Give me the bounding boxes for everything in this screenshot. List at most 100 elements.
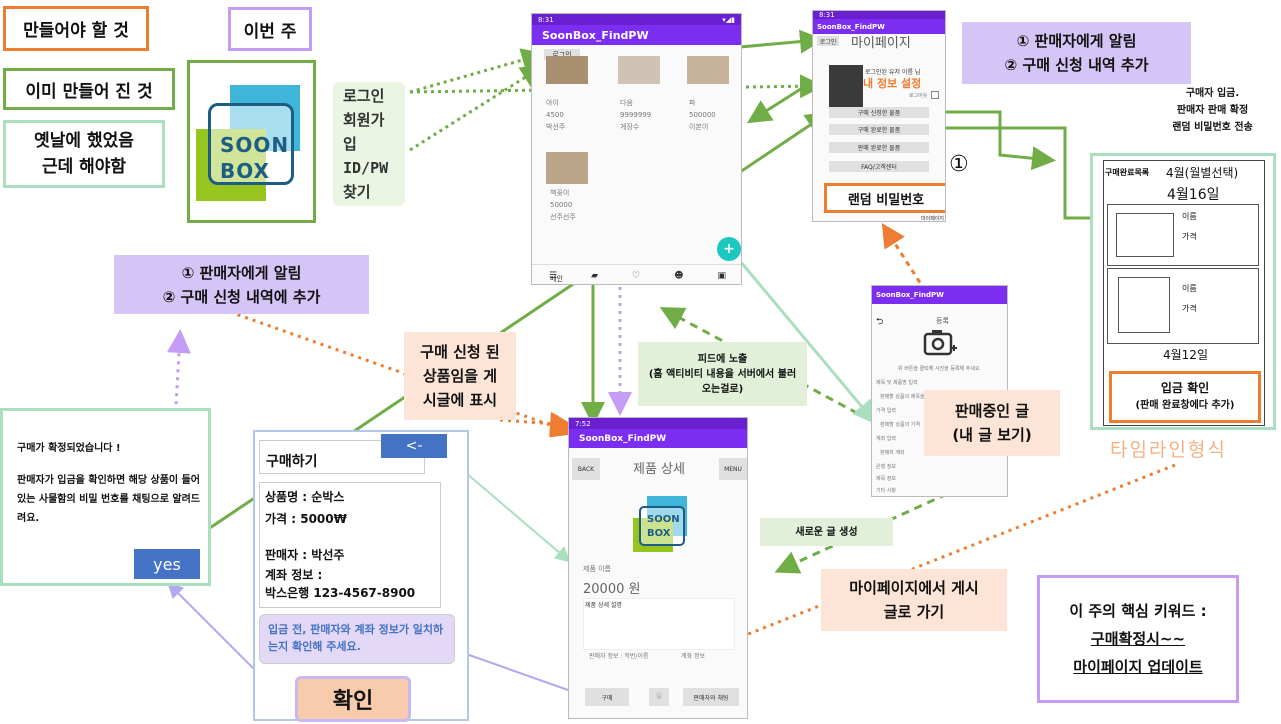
purchase-seller: 판매자 : 박선주 bbox=[265, 548, 345, 562]
feed-status-time: 8:31 bbox=[538, 15, 554, 24]
login-menu-login: 로그인 bbox=[343, 87, 385, 105]
confirm-dialog-title: 구매가 확정되었습니다 ! bbox=[17, 443, 121, 454]
btn-faq[interactable]: FAQ/고객센터 bbox=[829, 161, 929, 172]
login-menu-signup-1: 회원가 bbox=[343, 111, 385, 129]
feed-app-bar: SoonBox_FindPW bbox=[532, 25, 741, 45]
sketch-card-1: 이름 가격 bbox=[1107, 204, 1259, 266]
feed-item-4-seller: 선주선주 bbox=[550, 213, 576, 221]
detail-buy-button[interactable]: 구매 bbox=[585, 688, 629, 706]
sketch-frame bbox=[1103, 160, 1265, 426]
btn-sale-done[interactable]: 판매 완료한 물품 bbox=[829, 142, 929, 153]
buyer-note-line3: 랜덤 비밀번호 전송 bbox=[1172, 122, 1253, 133]
new-post-note: 새로운 글 생성 bbox=[760, 518, 893, 546]
yes-button[interactable]: yes bbox=[134, 549, 200, 579]
mypage-circle-number: ① bbox=[949, 152, 969, 177]
btn-purchase-done[interactable]: 구매 완료한 물품 bbox=[829, 124, 929, 135]
buyer-note: 구매자 입금. 판매자 판매 확정 랜덤 비밀번호 전송 bbox=[1150, 85, 1275, 136]
crown-icon[interactable]: ♛ bbox=[649, 688, 669, 706]
logo-frame-outline bbox=[208, 103, 294, 185]
top-notify-note: ① 판매자에게 알림 ② 구매 신청 내역 추가 bbox=[962, 22, 1191, 84]
arrow-post-mark bbox=[499, 411, 574, 436]
heart-icon[interactable]: ♡ bbox=[632, 270, 641, 281]
left-notify-note: ① 판매자에게 알림 ② 구매 신청 내역에 추가 bbox=[114, 255, 369, 314]
register-field-4[interactable]: 판매할 상품의 가격 bbox=[880, 422, 920, 428]
mypage-nav-label: 마이페이지 bbox=[921, 216, 945, 222]
post-mark-note: 구매 신청 된 상품임을 게 시글에 표시 bbox=[404, 332, 516, 420]
feed-login-button[interactable]: 로그인 bbox=[544, 49, 580, 60]
purchase-back-button[interactable]: <- bbox=[381, 434, 447, 458]
mypage-logout[interactable]: 로그아웃 bbox=[909, 93, 928, 99]
purchase-account: 박스은행 123-4567-8900 bbox=[265, 586, 416, 600]
legend-to-make-label: 만들어야 할 것 bbox=[23, 21, 129, 41]
arrow-mypage-to-feed bbox=[746, 76, 819, 124]
deposit-confirm-box: 입금 확인 (판매 완료창에다 추가) bbox=[1109, 371, 1261, 423]
smile-icon[interactable]: ☻ bbox=[674, 270, 684, 281]
selling-post-line1: 판매중인 글 bbox=[954, 402, 1030, 420]
sketch-month-select[interactable]: 4월(월별선택) bbox=[1166, 166, 1239, 180]
feed-app-title: SoonBox_FindPW bbox=[542, 28, 649, 42]
detail-logo-outline bbox=[639, 506, 685, 546]
detail-status-bar: 7:52 bbox=[569, 418, 747, 429]
detail-back-button[interactable]: BACK bbox=[572, 458, 600, 480]
register-field-9[interactable]: 기타 사항 bbox=[876, 488, 896, 494]
detail-chat-button[interactable]: 판매자와 채팅 bbox=[683, 688, 739, 706]
post-mark-line2: 상품임을 게 bbox=[422, 367, 498, 385]
add-post-button[interactable]: + bbox=[717, 237, 741, 261]
register-field-1[interactable]: 제목 및 제품명 입력 bbox=[876, 380, 918, 386]
register-field-8[interactable]: 제목 정보 bbox=[876, 476, 896, 482]
feed-item-2-thumb[interactable] bbox=[618, 56, 660, 84]
register-field-7[interactable]: 은행 정보 bbox=[876, 464, 896, 470]
login-menu-find: 찾기 bbox=[343, 183, 371, 201]
detail-seller-info: 판매자 정보 : 학번/이름 bbox=[589, 653, 649, 660]
register-back-icon[interactable]: ⮌ bbox=[876, 317, 884, 327]
mypage-back-button[interactable]: 로그인 bbox=[817, 36, 839, 46]
legend-done-before: 옛날에 했었음 근데 해야함 bbox=[3, 120, 165, 188]
feed-item-3-seller: 이본이 bbox=[689, 123, 709, 131]
logout-checkbox[interactable] bbox=[931, 91, 939, 99]
profile-icon[interactable]: ▣ bbox=[717, 270, 726, 281]
sketch-date-1: 4월16일 bbox=[1167, 187, 1220, 203]
mypage-status-bar: 8:31 bbox=[813, 11, 945, 19]
top-notify-line2: ② 구매 신청 내역 추가 bbox=[1004, 56, 1149, 74]
detail-menu-button[interactable]: MENU bbox=[719, 458, 747, 480]
legend-this-week: 이번 주 bbox=[228, 7, 312, 51]
btn-purchase-requested[interactable]: 구매 신청한 물품 bbox=[829, 107, 929, 118]
register-field-2[interactable]: 판매할 상품의 제목을 bbox=[880, 394, 925, 400]
register-field-3[interactable]: 가격 입력 bbox=[876, 408, 896, 414]
feed-item-1-thumb[interactable] bbox=[546, 56, 588, 84]
logo-frame: SOON BOX bbox=[187, 60, 316, 223]
purchase-account-label: 계좌 정보 : bbox=[265, 568, 323, 582]
sketch-card-2-name: 이름 bbox=[1182, 284, 1197, 293]
buyer-note-line2: 판매자 판매 확정 bbox=[1176, 105, 1249, 116]
legend-already-made-label: 이미 만들어 진 것 bbox=[25, 81, 153, 102]
register-field-5[interactable]: 계좌 입력 bbox=[876, 436, 896, 442]
arrow-requested-to-notify bbox=[930, 110, 1056, 171]
purchase-price: 가격 : 5000₩ bbox=[265, 512, 347, 526]
feed-item-3-name: 파 bbox=[689, 99, 696, 107]
feed-bottom-nav: ☰ ▰ ♡ ☻ ▣ bbox=[532, 264, 741, 284]
post-mark-line3: 시글에 표시 bbox=[422, 391, 498, 409]
chat-icon[interactable]: ▰ bbox=[591, 270, 598, 281]
detail-logo-box: BOX bbox=[647, 528, 671, 539]
signal-icon: ▾◢▮ bbox=[722, 15, 735, 24]
mypage-info-setting[interactable]: 내 정보 설정 bbox=[863, 77, 922, 90]
camera-icon[interactable] bbox=[923, 328, 957, 358]
home-icon[interactable]: ☰ bbox=[549, 270, 558, 281]
feed-item-3-thumb[interactable] bbox=[687, 56, 729, 84]
keyword-box: 이 주의 핵심 키워드 : 구매확정시~~ 마이페이지 업데이트 bbox=[1037, 575, 1239, 703]
timeline-label: 타임라인형식 bbox=[1110, 439, 1227, 461]
sketch-header: 구매완료목록 bbox=[1105, 168, 1150, 177]
purchase-confirm-button[interactable]: 확인 bbox=[295, 676, 411, 722]
sketch-card-1-price: 가격 bbox=[1182, 232, 1197, 241]
feed-item-4-thumb[interactable] bbox=[546, 152, 588, 184]
mypage-post-note: 마이페이지에서 게시 글로 가기 bbox=[821, 569, 1007, 631]
feed-item-1-name: 아이 bbox=[546, 99, 559, 107]
register-field-6[interactable]: 판매자 계좌 bbox=[880, 450, 905, 456]
feed-item-3-price: 500000 bbox=[689, 111, 716, 119]
left-notify-line2: ② 구매 신청 내역에 추가 bbox=[162, 287, 321, 306]
deposit-confirm-line1: 입금 확인 bbox=[1160, 381, 1210, 395]
phone-feed: 8:31▾◢▮ SoonBox_FindPW 로그인 아이 4500 박선주 다… bbox=[531, 13, 742, 285]
legend-to-make: 만들어야 할 것 bbox=[3, 6, 149, 51]
selling-post-note: 판매중인 글 (내 글 보기) bbox=[924, 390, 1060, 456]
keyword-line3: 마이페이지 업데이트 bbox=[1073, 658, 1203, 676]
